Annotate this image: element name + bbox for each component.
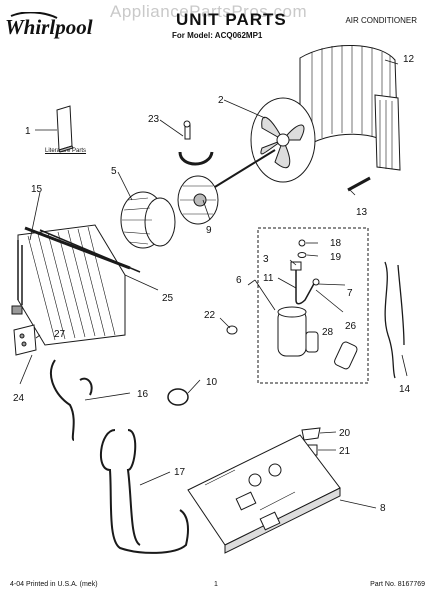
page-title: UNIT PARTS [176,10,287,29]
wire-harness [384,261,405,379]
grommet [226,325,238,335]
blower-wheel [120,191,176,249]
callout-17: 17 [174,467,186,478]
rail-bracket [39,229,141,273]
callout-25: 25 [162,293,174,304]
callout-22: 22 [204,310,216,321]
compressor-piping [290,261,320,305]
nut [298,239,306,247]
callout-8: 8 [380,503,386,514]
control-block [11,305,37,356]
callout-26: 26 [345,321,357,332]
fan-blade [250,97,316,183]
callout-1: 1 [25,126,31,137]
o-ring [167,388,189,406]
screw [347,176,371,192]
base-pan [187,434,341,554]
callout-6: 6 [236,275,242,286]
callout-2: 2 [218,95,224,106]
capacitor [334,341,358,370]
footer-print-info: 4-04 Printed in U.S.A. (mek) [10,581,98,588]
compressor [277,306,319,357]
callout-24: 24 [13,393,25,404]
callout-16: 16 [137,389,149,400]
literature-caption: Literature Parts [45,148,87,154]
svg-text:Whirlpool: Whirlpool [5,15,93,39]
leader-lines [19,59,408,509]
callout-9: 9 [206,225,212,236]
callout-3: 3 [263,254,269,265]
watermark: AppliancePartsPros.com [110,2,308,21]
model-line: For Model: ACQ062MP1 [172,31,263,40]
callout-5: 5 [111,166,117,177]
page-number: 1 [214,581,218,588]
callout-11: 11 [263,273,274,284]
evaporator-coil [17,224,131,346]
callout-10: 10 [206,377,218,388]
callout-23: 23 [148,114,160,125]
callout-15: 15 [31,184,43,195]
callout-20: 20 [339,428,351,439]
callout-12: 12 [403,54,415,65]
callout-28: 28 [322,327,334,338]
callout-7: 7 [347,288,353,299]
part-number: Part No. 8167769 [370,581,425,588]
whirlpool-logo: Whirlpool [5,12,93,39]
condenser-coil [299,44,401,171]
washer [297,252,307,258]
callout-19: 19 [330,252,342,263]
product-type: AIR CONDITIONER [345,16,417,25]
tubing-hose [99,429,189,554]
callout-13: 13 [356,207,368,218]
drain-tube [50,359,93,441]
callout-21: 21 [339,446,351,457]
fan-motor [177,149,276,225]
callout-27: 27 [54,329,66,340]
compressor-assembly-box [257,227,369,384]
literature-booklet [56,105,74,153]
callout-18: 18 [330,238,342,249]
compressor-mount [301,427,321,441]
motor-bracket [178,120,214,166]
callout-14: 14 [399,384,411,395]
